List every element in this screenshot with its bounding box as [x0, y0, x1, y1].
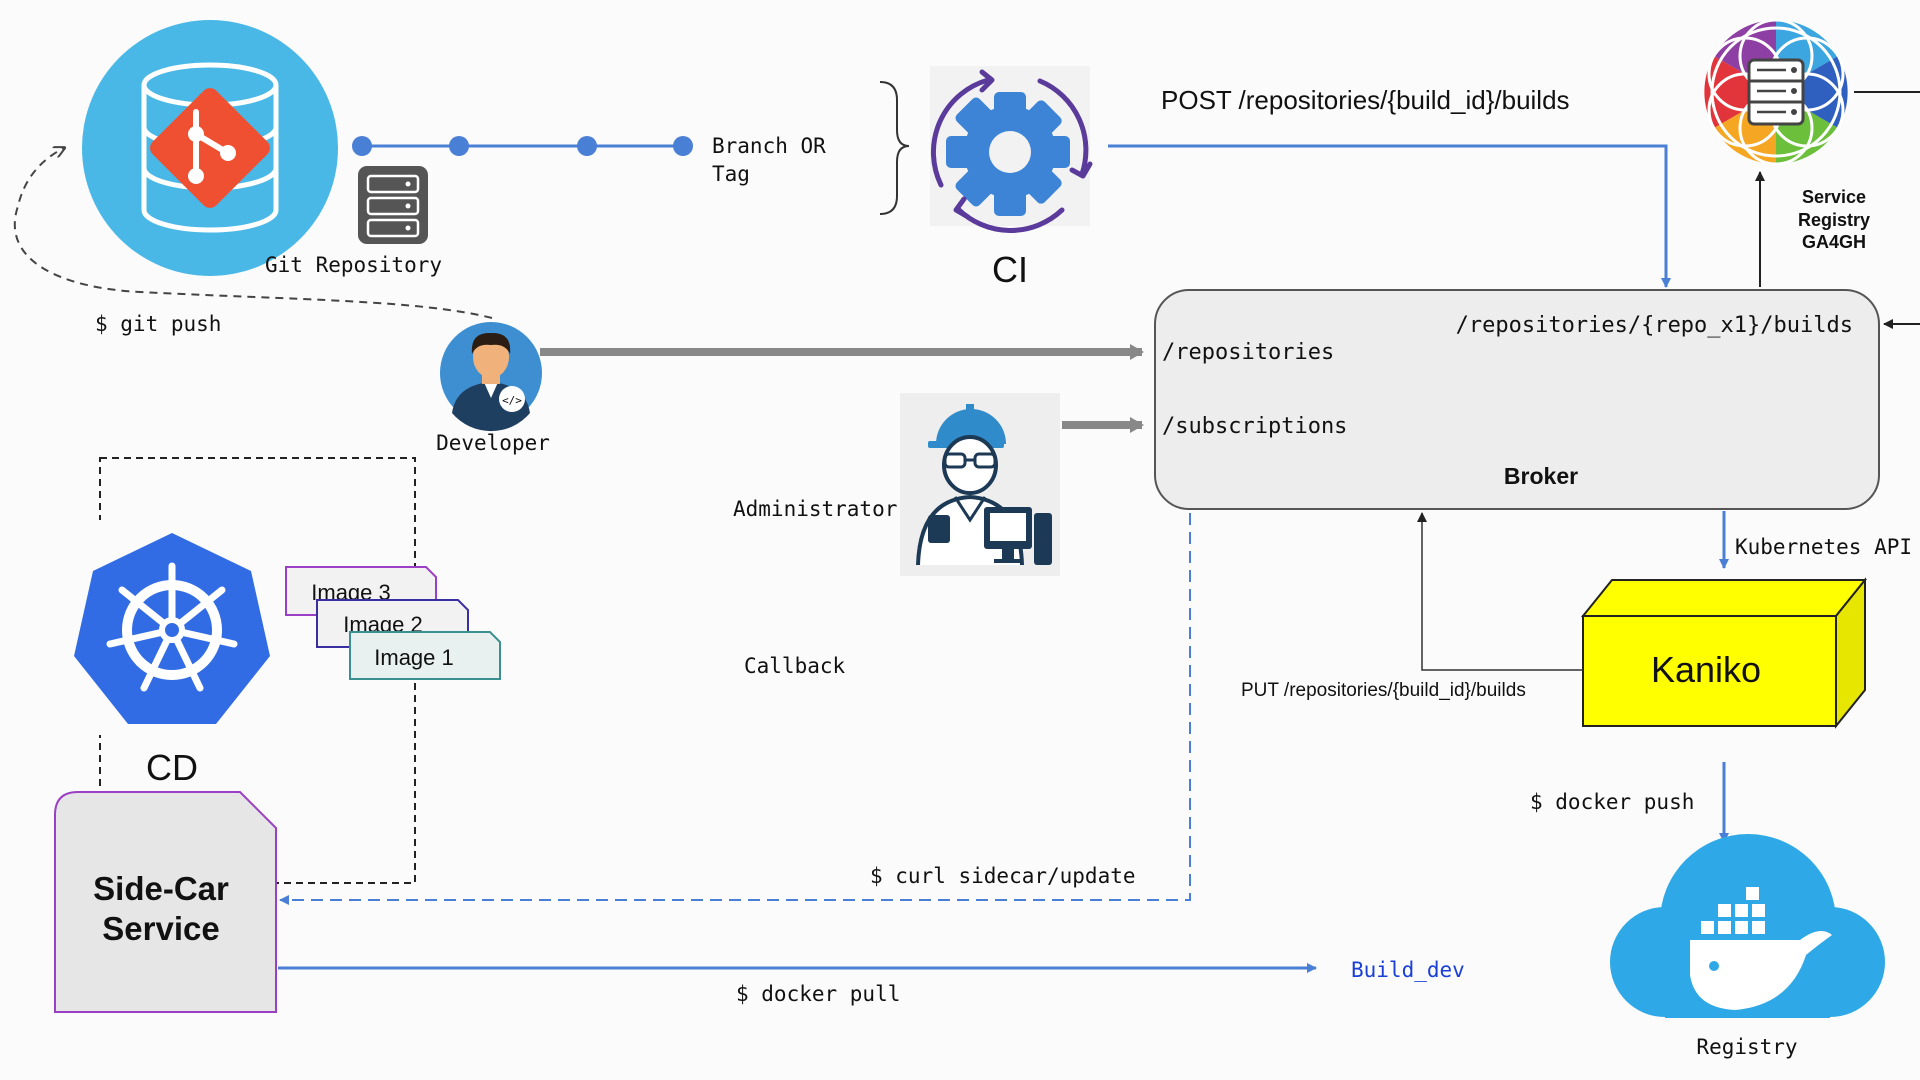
sidecar-node: Side-Car Service [54, 791, 277, 1013]
svg-text:</>: </> [502, 394, 522, 407]
put-request-label: PUT /repositories/{build_id}/builds [1241, 680, 1526, 701]
ci-label: CI [992, 249, 1028, 290]
git-push-label: $ git push [95, 312, 221, 336]
registry-label: Registry [1696, 1035, 1797, 1059]
cd-label: CD [146, 747, 198, 788]
administrator-label: Administrator [733, 497, 897, 521]
kaniko-node: Kaniko [1580, 577, 1868, 729]
post-request-label: POST /repositories/{build_id}/builds [1161, 85, 1570, 115]
curly-brace [879, 81, 910, 215]
build-dev-label: Build_dev [1351, 958, 1465, 982]
kubernetes-node: CD [60, 520, 280, 788]
git-logo-icon [150, 88, 270, 208]
commit-dot [577, 136, 597, 156]
image-card-1: Image 1 [349, 631, 501, 680]
developer-to-git-dashed-arrow [13, 148, 493, 319]
branch-label-line1: Branch OR [712, 134, 826, 158]
cd-dashed-boundary [99, 457, 416, 884]
developer-label: Developer [436, 431, 550, 455]
ci-node: CI [930, 66, 1093, 290]
commit-dot [673, 136, 693, 156]
broker-endpoint-builds: /repositories/{repo_x1}/builds [1456, 313, 1853, 338]
kubernetes-api-label: Kubernetes API [1735, 535, 1912, 559]
broker-endpoint-subscriptions: /subscriptions [1162, 414, 1347, 439]
image-stack: Image 3 Image 2 Image 1 [285, 566, 501, 680]
ci-to-broker-arrow [1108, 144, 1671, 288]
kaniko-box [1582, 615, 1837, 727]
service-registry-label-line2: Registry [1798, 210, 1870, 230]
branch-timeline [352, 136, 693, 156]
developer-node: </> Developer [436, 322, 550, 455]
broker-node: /repositories/{repo_x1}/builds /reposito… [1154, 289, 1880, 510]
service-registry-label-line1: Service [1802, 187, 1866, 207]
docker-push-label: $ docker push [1530, 790, 1694, 814]
ga4gh-logo-icon [1704, 18, 1848, 166]
git-repository-node: Git Repository [82, 20, 442, 277]
administrator-icon [916, 404, 1052, 566]
broker-box [1154, 289, 1880, 510]
sidecar-label-line2: Service [102, 910, 219, 947]
callback-label: Callback [744, 654, 846, 678]
image-card-label: Image 1 [374, 645, 454, 670]
gear-icon [946, 92, 1070, 216]
broker-title: Broker [1504, 463, 1578, 489]
git-repository-label: Git Repository [265, 253, 442, 277]
commit-dot [352, 136, 372, 156]
server-icon [358, 166, 428, 244]
commit-dot [449, 136, 469, 156]
helm-wheel-icon [106, 562, 238, 692]
developer-avatar-icon: </> [440, 322, 542, 432]
docker-whale-icon [1690, 885, 1832, 1010]
cycle-arrows-icon [930, 69, 1093, 233]
sidecar-box [54, 791, 277, 1013]
docker-pull-label: $ docker pull [736, 982, 900, 1006]
docker-registry-node: Registry [1610, 834, 1885, 1059]
sidecar-label-line1: Side-Car [93, 870, 229, 907]
broker-endpoint-repositories: /repositories [1162, 340, 1334, 365]
kaniko-label: Kaniko [1651, 649, 1761, 690]
service-registry-node: Service Registry GA4GH [1704, 18, 1870, 252]
curl-sidecar-label: $ curl sidecar/update [870, 864, 1136, 888]
kaniko-to-broker-arrow [1417, 512, 1583, 671]
administrator-node: Administrator [733, 393, 1060, 576]
service-registry-label-line3: GA4GH [1802, 232, 1866, 252]
branch-label-line2: Tag [712, 162, 750, 186]
broker-to-sidecar-callback-arrow [279, 513, 1191, 905]
